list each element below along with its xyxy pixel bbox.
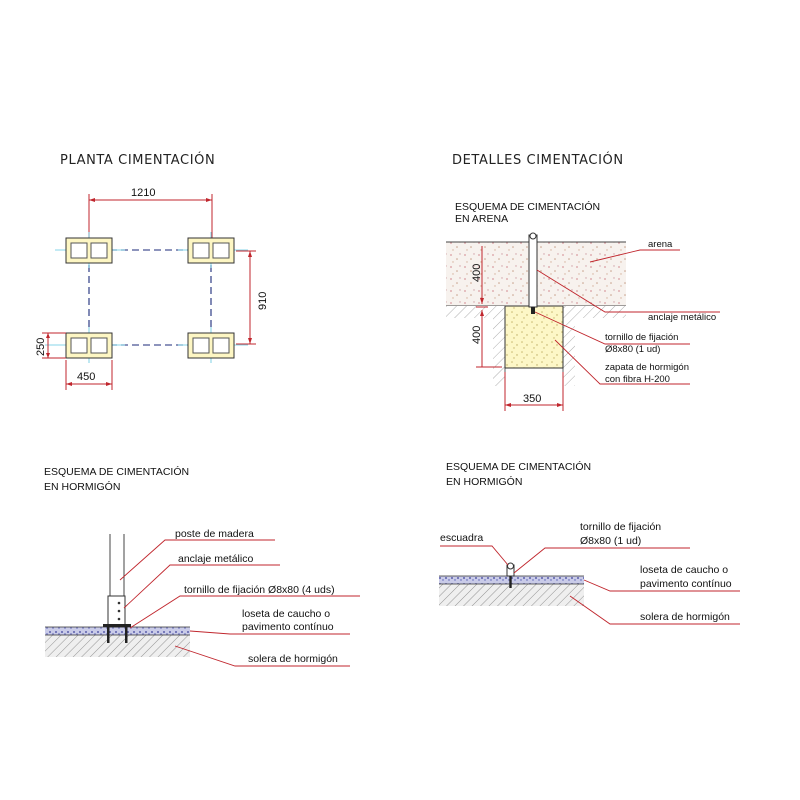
- concrete-left-label-loseta-1: loseta de caucho o: [242, 608, 330, 620]
- plan-footing-bottom-right: [178, 327, 248, 363]
- plan-dim-height: 910: [236, 250, 269, 345]
- plan-dim-block-width-label: 450: [77, 371, 95, 383]
- concrete-left-label-tornillo: tornillo de fijación Ø8x80 (4 uds): [184, 584, 335, 596]
- sand-label-anclaje: anclaje metálico: [648, 312, 716, 323]
- concrete-right-label-loseta-1: loseta de caucho o: [640, 564, 728, 576]
- sand-label-tornillo-2: Ø8x80 (1 ud): [605, 344, 660, 355]
- sand-dim-footing-label: 400: [471, 326, 483, 344]
- concrete-right-leaders: [440, 545, 740, 625]
- concrete-left-title-line2: EN HORMIGÓN: [44, 480, 120, 493]
- details-title: DETALLES CIMENTACIÓN: [452, 152, 624, 168]
- plan-footing-bottom-left: [45, 327, 125, 363]
- sand-leaders: [534, 249, 720, 385]
- plan-dim-width: 1210: [88, 187, 213, 240]
- concrete-left-section: [45, 534, 190, 657]
- concrete-left-title-line1: ESQUEMA DE CIMENTACIÓN: [44, 465, 189, 478]
- concrete-left-label-solera: solera de hormigón: [248, 653, 338, 665]
- concrete-right-title-line2: EN HORMIGÓN: [446, 475, 522, 488]
- sand-label-tornillo-1: tornillo de fijación: [605, 332, 678, 343]
- sand-label-zapata-2: con fibra H-200: [605, 374, 670, 385]
- plan-dim-block-height: 250: [35, 332, 66, 359]
- plan-dim-block-width: 450: [65, 360, 113, 390]
- concrete-left-label-poste: poste de madera: [175, 528, 254, 540]
- plan-dim-block-height-label: 250: [35, 338, 47, 356]
- concrete-left-label-loseta-2: pavimento contínuo: [242, 621, 334, 633]
- sand-title-line1: ESQUEMA DE CIMENTACIÓN: [455, 200, 600, 213]
- sand-dim-sand-label: 400: [471, 264, 483, 282]
- concrete-right-label-loseta-2: pavimento contínuo: [640, 578, 732, 590]
- plan-perimeter: [88, 249, 212, 346]
- sand-dim-depth: 400 400: [471, 246, 502, 368]
- sand-section: [446, 232, 626, 390]
- concrete-right-label-tornillo-2: Ø8x80 (1 ud): [580, 535, 641, 547]
- sand-dim-width: 350: [504, 372, 564, 411]
- plan-footing-top-left: [55, 232, 125, 268]
- sand-label-arena: arena: [648, 239, 673, 250]
- concrete-right-label-tornillo-1: tornillo de fijación: [580, 521, 661, 533]
- sand-title-line2: EN ARENA: [455, 213, 508, 225]
- sand-label-zapata-1: zapata de hormigón: [605, 362, 689, 373]
- plan-title: PLANTA CIMENTACIÓN: [60, 152, 215, 168]
- sand-dim-width-label: 350: [523, 393, 541, 405]
- concrete-right-label-escuadra: escuadra: [440, 532, 483, 544]
- concrete-right-title-line1: ESQUEMA DE CIMENTACIÓN: [446, 460, 591, 473]
- concrete-right-label-solera: solera de hormigón: [640, 611, 730, 623]
- concrete-right-section: [439, 562, 584, 606]
- concrete-left-label-anclaje: anclaje metálico: [178, 553, 253, 565]
- concrete-left-leaders: [119, 539, 360, 667]
- plan-footing-top-right: [178, 232, 248, 268]
- plan-dim-width-label: 1210: [131, 187, 155, 199]
- plan-dim-height-label: 910: [257, 292, 269, 310]
